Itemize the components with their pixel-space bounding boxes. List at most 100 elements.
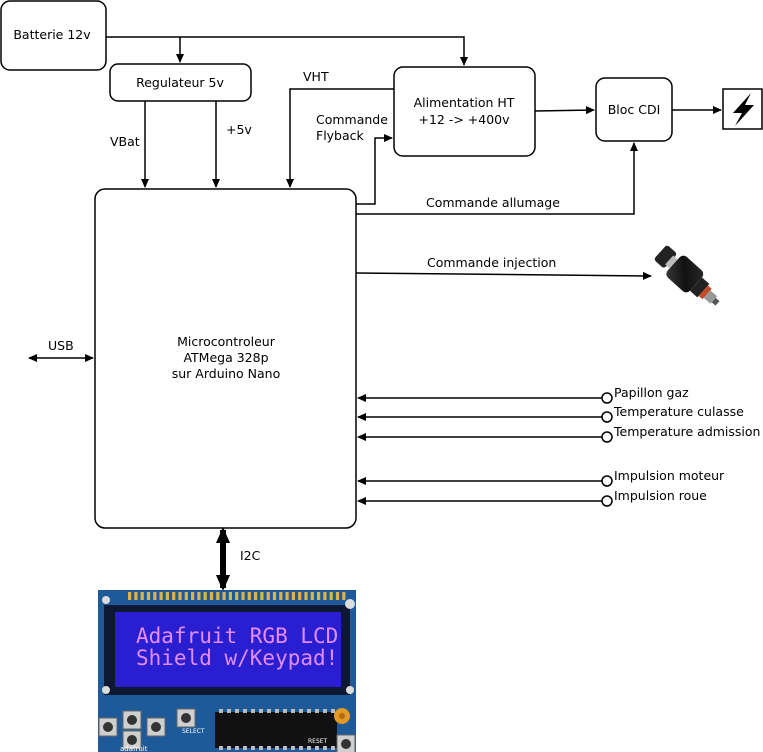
header-pin xyxy=(335,592,340,600)
mcu-chip: ATMega 328p xyxy=(183,350,268,365)
header-pin xyxy=(254,592,258,600)
input-label: Impulsion roue xyxy=(614,488,707,503)
header-pin xyxy=(153,592,157,600)
header-pin xyxy=(128,592,132,600)
header-pin xyxy=(172,592,176,600)
keypad-button-cap xyxy=(181,713,191,723)
chip-pin xyxy=(219,709,223,713)
chip-pin xyxy=(227,746,231,750)
regulator-block: Regulateur 5v xyxy=(109,63,252,102)
input-terminal xyxy=(601,495,613,507)
input-terminal xyxy=(601,431,613,443)
chip-pin xyxy=(323,709,327,713)
header-pin xyxy=(146,592,151,600)
i2c-connection: I2C xyxy=(216,527,261,591)
input-label: Temperature admission xyxy=(613,424,760,439)
header-pin xyxy=(159,592,163,600)
header-pins xyxy=(128,592,346,600)
chip-pin xyxy=(219,746,223,750)
header-pin xyxy=(184,592,188,600)
ht-supply-block: Alimentation HT +12 -> +400v xyxy=(393,66,536,157)
header-pin xyxy=(291,592,295,600)
header-pin xyxy=(317,592,321,600)
chip-pin xyxy=(227,709,231,713)
chip-pin xyxy=(259,746,263,750)
usb-label: USB xyxy=(48,338,74,353)
keypad-button-cap xyxy=(127,715,137,725)
regulator-label: Regulateur 5v xyxy=(136,75,224,90)
input-label: Papillon gaz xyxy=(614,385,689,400)
header-pin xyxy=(197,592,201,600)
chip-pin xyxy=(243,746,247,750)
vht-label: VHT xyxy=(303,69,329,84)
header-pin xyxy=(266,592,270,600)
chip-pin xyxy=(323,746,327,750)
chip-pin xyxy=(299,709,303,713)
chip-pin xyxy=(307,709,311,713)
header-pin xyxy=(222,592,226,600)
chip-pin xyxy=(299,746,303,750)
mcu-label: Microcontroleur xyxy=(177,334,276,349)
keypad-buttons xyxy=(98,708,356,752)
input-terminal xyxy=(601,411,613,423)
ht-supply-label: Alimentation HT xyxy=(414,95,515,110)
chip-pin xyxy=(275,709,279,713)
cdi-block: Bloc CDI xyxy=(595,77,673,142)
brand-label: adafruit xyxy=(120,745,148,752)
chip-pin xyxy=(315,709,319,713)
microcontroller-block: Microcontroleur ATMega 328p sur Arduino … xyxy=(94,188,357,529)
chip-pin xyxy=(251,709,255,713)
power-wires xyxy=(106,36,722,280)
header-pin xyxy=(165,592,169,600)
chip-pin xyxy=(291,746,295,750)
keypad-button-cap xyxy=(103,722,113,732)
lcd-shield: Adafruit RGB LCD Shield w/Keypad! SELECT… xyxy=(98,590,356,752)
header-pin xyxy=(191,592,195,600)
reset-label: RESET xyxy=(308,738,328,745)
injection-label: Commande injection xyxy=(427,255,556,270)
header-pin xyxy=(304,592,308,600)
i2c-label: I2C xyxy=(240,548,261,563)
header-pin xyxy=(203,592,207,600)
header-pin xyxy=(241,592,245,600)
header-pin xyxy=(216,592,220,600)
header-pin xyxy=(310,592,314,600)
lcd-screen xyxy=(115,612,341,687)
chip-pin xyxy=(283,746,287,750)
flyback-label-2: Flyback xyxy=(316,128,365,143)
header-pin xyxy=(272,592,277,600)
keypad-button-cap xyxy=(127,735,137,745)
mcu-board: sur Arduino Nano xyxy=(172,366,280,381)
header-pin xyxy=(260,592,264,600)
header-pin xyxy=(178,592,182,600)
input-terminal xyxy=(601,392,613,404)
battery-block: Batterie 12v xyxy=(0,0,107,71)
select-label: SELECT xyxy=(182,728,205,735)
chip-pin xyxy=(315,746,319,750)
chip-pins xyxy=(219,709,335,750)
header-pin xyxy=(134,592,138,600)
chip-pin xyxy=(259,709,263,713)
ht-voltage-range: +12 -> +400v xyxy=(418,112,510,127)
plus5v-label: +5v xyxy=(226,122,252,137)
chip-pin xyxy=(291,709,295,713)
spark-icon xyxy=(722,88,763,130)
usb-connection: USB xyxy=(28,338,94,362)
chip-pin xyxy=(235,746,239,750)
header-pin xyxy=(342,592,346,600)
header-pin xyxy=(323,592,327,600)
header-pin xyxy=(140,592,144,600)
chip-pin xyxy=(235,709,239,713)
header-pin xyxy=(235,592,239,600)
flyback-label-1: Commande xyxy=(316,112,388,127)
header-pin xyxy=(298,592,302,600)
header-pin xyxy=(228,592,232,600)
chip-pin xyxy=(267,746,271,750)
keypad-button-cap xyxy=(151,722,161,732)
battery-label: Batterie 12v xyxy=(13,27,91,42)
header-pin xyxy=(285,592,289,600)
vbat-label: VBat xyxy=(110,134,140,149)
keypad-button-cap xyxy=(341,739,351,749)
